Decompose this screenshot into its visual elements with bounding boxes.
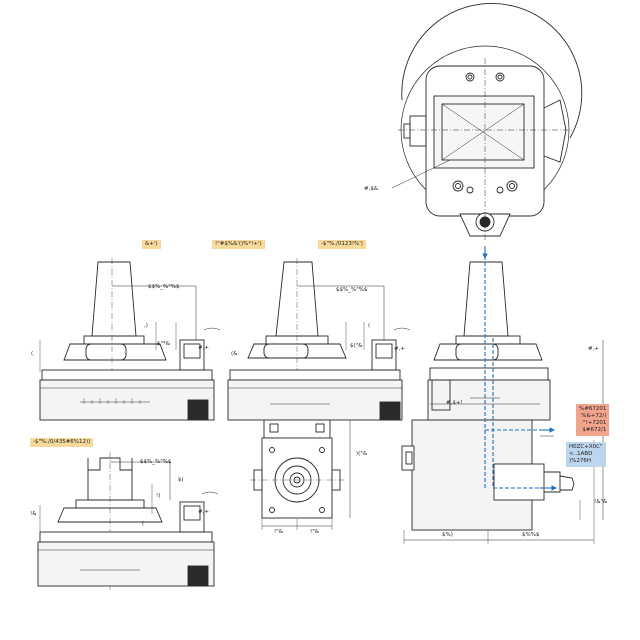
view4-dim-a: $$%_%"%$ <box>140 459 172 465</box>
view2-dim-a: $$%_%"%$ <box>336 287 368 293</box>
red-note-line: %&+72/) <box>581 413 607 419</box>
blue-note-line: H0ZC+X0C" <box>569 444 603 450</box>
hidden-lines <box>484 250 548 489</box>
view-3-section <box>401 261 604 544</box>
top-view <box>391 3 583 240</box>
view1-dim-a: $$%_%"%$ <box>148 284 180 290</box>
view3-title-tag: -$"%./0123!%') <box>318 240 366 249</box>
red-note-line: $#672/1 <box>582 427 607 433</box>
view3-dim-a: #,$+! <box>446 400 463 406</box>
view4-dim-f: !) <box>156 493 161 499</box>
view4-dim-c: #,+ <box>198 509 209 515</box>
red-note: %#67201 %&+72/) "!+7201 $#672/1 <box>576 404 610 436</box>
view4-dim-e: ( <box>142 521 145 527</box>
view3-right-dim: !&"& <box>594 499 608 505</box>
red-note-line: "!+7201 <box>583 420 607 426</box>
view4-dim-d: !& <box>30 511 37 517</box>
view2-dim-e: (& <box>231 351 238 357</box>
red-note-line: %#67201 <box>579 406 607 412</box>
flow-arrows <box>482 246 557 491</box>
top-view-ref-label: #,$& <box>364 186 379 192</box>
view1-dim-c: #,+ <box>198 345 209 351</box>
blue-note: H0ZC+X0C" <..1ABD )%276H <box>566 442 606 467</box>
blue-note-line: )%276H <box>569 458 592 464</box>
view3-bottom-right-dim: $%%$ <box>522 532 540 538</box>
view4-title-tag: -$"%./0/435#6%12)) <box>30 438 94 447</box>
view3-dim-b: #,+ <box>588 346 599 352</box>
view3-bottom-left-dim: $%) <box>442 532 453 538</box>
view2-dim-d: ( <box>368 323 371 329</box>
blue-note-line: <..1ABD <box>569 451 593 457</box>
view2-title-tag: !"#$%&'()%*!+') <box>212 240 265 249</box>
view2-side-dim: )("& <box>356 451 368 457</box>
view-2-side <box>227 258 411 530</box>
view2-bottom-right-dim: !"& <box>310 529 320 535</box>
view1-dim-d: ,) <box>144 323 148 329</box>
view2-dim-c: #,+ <box>394 346 405 352</box>
view2-bottom-left-dim: !"& <box>274 529 284 535</box>
view4-dim-b: $( <box>178 477 184 483</box>
view-1-side <box>39 258 221 421</box>
view1-dim-e: ( <box>31 351 34 357</box>
view-4-side <box>37 452 219 590</box>
view1-title-tag: &+') <box>142 240 161 249</box>
view1-dim-b: $"*& <box>157 341 171 347</box>
view2-dim-b: $("& <box>350 343 363 349</box>
